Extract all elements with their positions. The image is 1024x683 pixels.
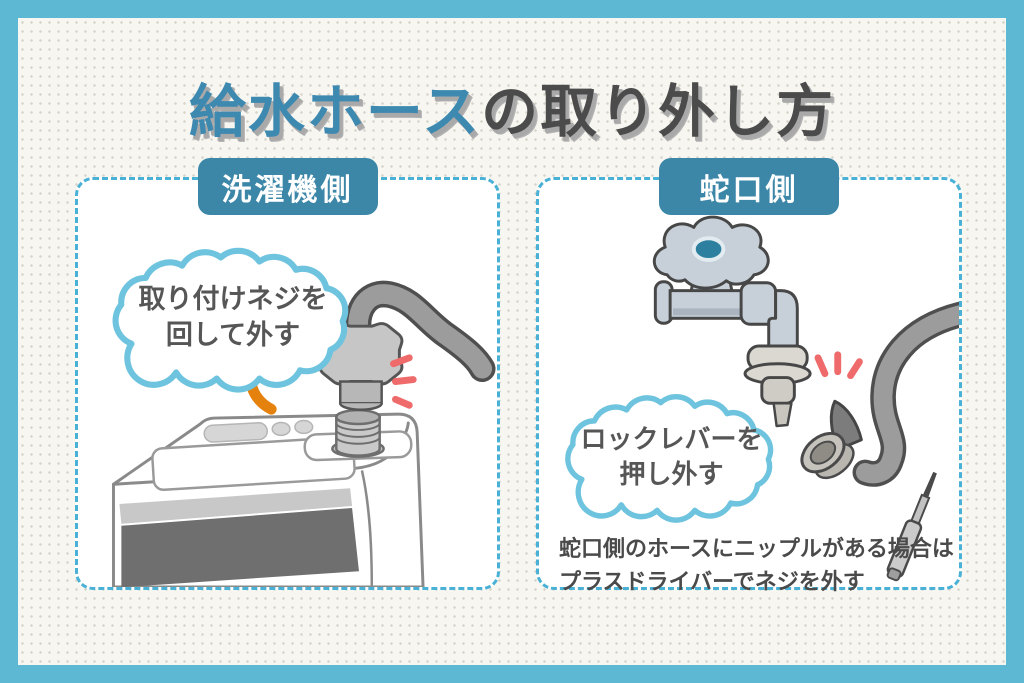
- washing-machine-body: [112, 408, 425, 587]
- water-inlet-valve: [331, 408, 385, 458]
- bubble-line-1: 取り付けネジを: [138, 284, 328, 315]
- speech-bubble-faucet: ロックレバーを 押し外す: [555, 388, 788, 525]
- bubble-text: 取り付けネジを 回して外す: [101, 241, 365, 395]
- handle-center-dot: [691, 236, 726, 262]
- speech-bubble-washing-machine: 取り付けネジを 回して外す: [101, 241, 365, 395]
- cloud-bubble-shape: [112, 247, 349, 393]
- panel-header-washing-machine: 洗濯機側: [197, 158, 378, 215]
- note-line-2: プラスドライバーでネジを外す: [559, 569, 865, 594]
- faucet-illustration: [652, 215, 959, 582]
- supply-hose: [852, 301, 959, 487]
- faucet-body: [652, 215, 812, 428]
- screwdriver-icon: [886, 471, 937, 582]
- title-highlight: 給水ホース: [188, 80, 482, 145]
- bubble-line-1: ロックレバーを: [580, 424, 763, 455]
- emphasis-marks-icon: [814, 351, 863, 380]
- hose-connector-with-lock-lever: [800, 399, 863, 480]
- emphasis-marks-icon: [390, 354, 417, 409]
- title-rest: の取り外し方: [481, 80, 836, 145]
- panel-washing-machine-side: 洗濯機側: [75, 158, 500, 590]
- faucet-coupling: [743, 344, 812, 428]
- bubble-line-2: 回して外す: [165, 320, 301, 350]
- control-panel: [203, 419, 314, 443]
- note-line-1: 蛇口側のホースにニップルがある場合は: [559, 536, 954, 561]
- panel-header-faucet: 蛇口側: [659, 158, 839, 215]
- page-title: 給水ホースの取り外し方: [18, 80, 1006, 146]
- bubble-text: ロックレバーを 押し外す: [555, 388, 788, 525]
- panel-faucet-side: 蛇口側: [536, 158, 962, 594]
- supply-hose: [344, 280, 496, 383]
- washing-machine-illustration: [112, 280, 496, 587]
- cloud-bubble-shape: [565, 394, 774, 523]
- nipple-note: 蛇口側のホースにニップルがある場合は プラスドライバーでネジを外す: [559, 532, 954, 598]
- dotted-background: 給水ホースの取り外し方 洗濯機側: [18, 18, 1006, 665]
- bubble-line-2: 押し外す: [619, 458, 724, 489]
